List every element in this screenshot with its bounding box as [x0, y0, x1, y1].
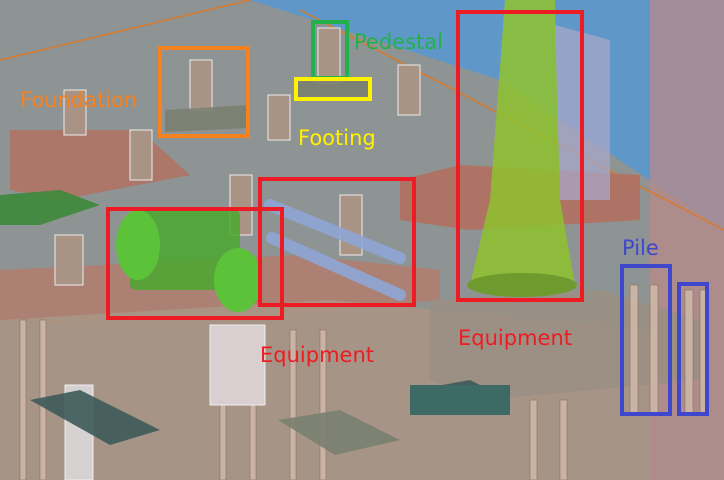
tall-stack: [467, 0, 610, 297]
equipment-label-left: Equipment: [260, 343, 374, 367]
footing-highlight-box: [294, 77, 372, 101]
pile-highlight-box-1: [620, 264, 672, 416]
pile-label: Pile: [622, 236, 659, 260]
grid-line: [0, 0, 251, 61]
equipment-skid: [410, 385, 510, 415]
horizontal-vessel: [116, 210, 262, 312]
footings: [30, 78, 510, 455]
equipment-highlight-box-stack: [456, 10, 584, 302]
foundation-highlight-box: [158, 46, 250, 138]
pile-highlight-box-2: [677, 282, 709, 416]
footing-label: Footing: [298, 126, 376, 150]
equipment-label-right: Equipment: [458, 326, 572, 350]
pedestal-highlight-box: [311, 20, 349, 80]
equipment-highlight-box-pipes: [258, 177, 416, 307]
pipes: [264, 199, 406, 301]
pedestal-label: Pedestal: [354, 30, 443, 54]
foundation-label: Foundation: [20, 88, 138, 112]
equipment-highlight-box-vessel: [106, 207, 284, 320]
